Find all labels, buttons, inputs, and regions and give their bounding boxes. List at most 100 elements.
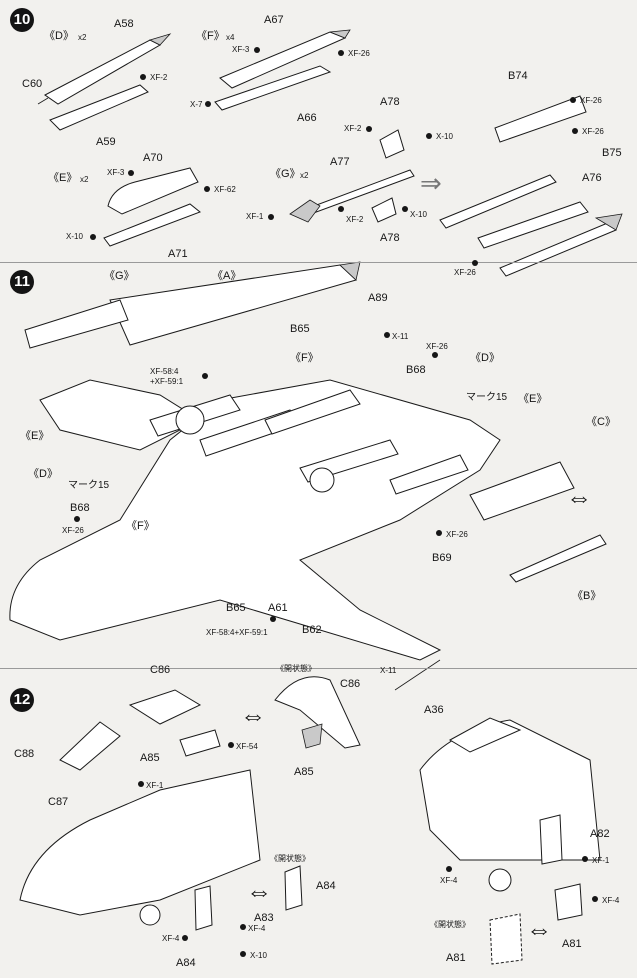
paint-dot (436, 530, 442, 536)
paint-dot (90, 234, 96, 240)
paint-dot (204, 186, 210, 192)
paint-dot (74, 516, 80, 522)
part-a85-right: A85 (294, 766, 314, 778)
color-x11-bottom: X-11 (380, 666, 397, 675)
part-c86-left: C86 (150, 664, 171, 676)
paint-dot (572, 128, 578, 134)
part-c60: C60 (22, 78, 43, 90)
paint-dot (426, 133, 432, 139)
paint-dot (268, 214, 274, 220)
color-xf4-a84: XF-4 (162, 934, 180, 943)
group-b: 《B》 (572, 590, 602, 602)
part-b69: B69 (432, 552, 452, 564)
open-state-bottom: 《開状態》 (430, 920, 470, 929)
part-c88: C88 (14, 748, 35, 760)
part-a77: A77 (330, 156, 350, 168)
part-a83: A83 (254, 912, 274, 924)
part-a76: A76 (582, 172, 602, 184)
color-x10-e: X-10 (66, 232, 83, 241)
part-a81-bottom: A81 (446, 952, 466, 964)
step-11-number: 11 (10, 270, 34, 294)
group-f-top: 《F》 (290, 352, 319, 364)
part-c86-right: C86 (340, 678, 361, 690)
paint-dot (384, 332, 390, 338)
part-a85-left: A85 (140, 752, 160, 764)
paint-dot (432, 352, 438, 358)
color-x10-g: X-10 (436, 132, 453, 141)
paint-dot (338, 50, 344, 56)
part-a67: A67 (264, 14, 284, 26)
color-xf26-bottom: XF-26 (454, 268, 476, 277)
color-xf3-e: XF-3 (107, 168, 125, 177)
paint-dot (570, 97, 576, 103)
group-d-left: 《D》 (28, 468, 58, 480)
color-x7: X-7 (190, 100, 203, 109)
part-b74: B74 (508, 70, 528, 82)
color-xf2-d: XF-2 (150, 73, 168, 82)
group-a-11: 《A》 (212, 270, 242, 282)
paint-dot (472, 260, 478, 266)
step-divider (0, 668, 637, 669)
part-a36: A36 (424, 704, 444, 716)
part-b68-right: B68 (406, 364, 426, 376)
paint-dot (202, 373, 208, 379)
step-12-number: 12 (10, 688, 34, 712)
part-a71: A71 (168, 248, 188, 260)
part-a78-bottom: A78 (380, 232, 400, 244)
color-xf26-b75: XF-26 (582, 127, 604, 136)
paint-dot (228, 742, 234, 748)
part-a59: A59 (96, 136, 116, 148)
part-b65-top: B65 (290, 323, 310, 335)
part-a89: A89 (368, 292, 388, 304)
paint-dot (402, 206, 408, 212)
part-a84-right: A84 (316, 880, 336, 892)
paint-dot (270, 616, 276, 622)
paint-dot (582, 856, 588, 862)
mark-15-right: マーク15 (466, 392, 508, 403)
open-state-top: 《開状態》 (276, 664, 316, 673)
missile-g-drawing (289, 129, 415, 223)
paint-dot (138, 781, 144, 787)
color-xf2-g: XF-2 (344, 124, 362, 133)
part-a78-top: A78 (380, 96, 400, 108)
part-a81-right: A81 (562, 938, 582, 950)
color-xf1-left: XF-1 (146, 781, 164, 790)
part-a84-bottom: A84 (176, 957, 196, 969)
color-xf3-f: XF-3 (232, 45, 250, 54)
paint-dot (366, 126, 372, 132)
color-xf26-f: XF-26 (348, 49, 370, 58)
paint-dot (140, 74, 146, 80)
paint-dot (254, 47, 260, 53)
color-xf62: XF-62 (214, 185, 236, 194)
group-g-qty: x2 (300, 171, 309, 180)
color-xf2-g2: XF-2 (346, 215, 364, 224)
direction-arrow: ⇒ (420, 168, 442, 198)
color-xf4-a83: XF-4 (248, 924, 266, 933)
part-b75: B75 (602, 147, 622, 159)
color-mix-top-1: XF-58:4 (150, 367, 179, 376)
color-xf26-left: XF-26 (62, 526, 84, 535)
paint-dot (240, 951, 246, 957)
paint-dot (128, 170, 134, 176)
color-mix-top-2: +XF-59:1 (150, 377, 184, 386)
swap-arrow: ⇔ (246, 876, 272, 906)
group-g-label: 《G》 (270, 168, 301, 180)
paint-dot (446, 866, 452, 872)
pod-e-drawing (103, 167, 201, 247)
paint-dot (240, 924, 246, 930)
group-e-left: 《E》 (20, 430, 50, 442)
group-f-qty: x4 (226, 33, 235, 42)
swap-arrow: ⇔ (526, 914, 552, 944)
color-xf1-right: XF-1 (592, 856, 610, 865)
color-x10: X-10 (250, 951, 267, 960)
part-c87: C87 (48, 796, 69, 808)
open-state-mid: 《開状態》 (270, 854, 310, 863)
part-a66: A66 (297, 112, 317, 124)
pylon-assembly-drawing (439, 95, 623, 277)
color-x10-g2: X-10 (410, 210, 427, 219)
color-xf26-mid: XF-26 (446, 530, 468, 539)
group-e-right: 《E》 (518, 393, 548, 405)
color-x11: X-11 (392, 332, 409, 341)
cockpit-right-drawing (419, 717, 601, 965)
group-f-label: 《F》 (196, 30, 225, 42)
